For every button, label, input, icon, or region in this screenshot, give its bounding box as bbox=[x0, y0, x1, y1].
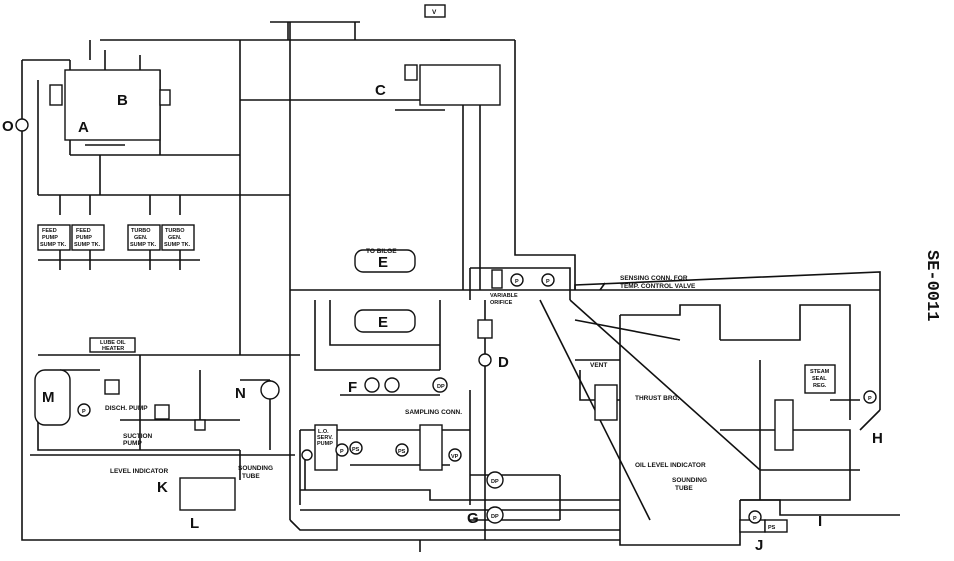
lo-serv-pump-line1: L.O. bbox=[318, 429, 329, 435]
sounding-tube-right-line1: SOUNDING bbox=[672, 477, 707, 484]
drawing-code: SE-0011 bbox=[922, 250, 941, 321]
sounding-tube-right-line2: TUBE bbox=[675, 485, 693, 492]
feed-pump-1-line1: FEED bbox=[42, 228, 57, 234]
pipe-lines bbox=[21, 21, 900, 552]
sounding-tube-left-line1: SOUNDING bbox=[238, 465, 273, 472]
gauge-dp-1: DP bbox=[491, 479, 499, 485]
heat-exchanger-e-lower bbox=[354, 309, 416, 333]
sensing-conn-line1: SENSING CONN. FOR bbox=[620, 275, 688, 282]
device-d-box bbox=[477, 319, 493, 339]
vent-label: VENT bbox=[590, 362, 607, 369]
oil-level-indicator-label: OIL LEVEL INDICATOR bbox=[635, 462, 706, 469]
sampling-conn-label: SAMPLING CONN. bbox=[405, 409, 462, 416]
letter-h: H bbox=[872, 430, 883, 447]
steam-seal-line2: SEAL bbox=[812, 376, 827, 382]
lube-oil-heater-line1: LUBE OIL bbox=[100, 340, 126, 346]
gauge-ps-1: PS bbox=[352, 447, 360, 453]
equipment-letters: A B C D E E F G H I J K L M N O bbox=[2, 82, 883, 554]
feed-pump-sump-tank-1 bbox=[37, 224, 71, 251]
gauge-ps-3: PS bbox=[768, 525, 776, 531]
suction-pump-line2: PUMP bbox=[123, 440, 142, 447]
pump-n bbox=[260, 380, 280, 400]
turbo-gen-sump-tank-1 bbox=[127, 224, 161, 251]
letter-i: I bbox=[818, 513, 822, 530]
thrust-brg-label: THRUST BRG. bbox=[635, 395, 680, 402]
feed-pump-2-line1: FEED bbox=[76, 228, 91, 234]
lo-serv-pump-2 bbox=[419, 424, 443, 471]
equipment bbox=[15, 4, 836, 533]
gauge-p-6: P bbox=[753, 516, 757, 522]
turbo-gen-1-line1: TURBO bbox=[131, 228, 151, 234]
gauge-dp-2: DP bbox=[491, 514, 499, 520]
turbo-gen-2-line2: GEN. bbox=[168, 235, 182, 241]
letter-b: B bbox=[117, 92, 128, 109]
gauge-p-3: P bbox=[82, 409, 86, 415]
text-labels: FEED PUMP SUMP TK. FEED PUMP SUMP TK. TU… bbox=[40, 9, 872, 531]
valve-o bbox=[15, 118, 29, 132]
letter-l: L bbox=[190, 515, 199, 532]
gauge-p-1: P bbox=[515, 279, 519, 285]
letter-j: J bbox=[755, 537, 763, 554]
steam-seal-line3: REG. bbox=[813, 383, 827, 389]
turbo-gen-1-line2: GEN. bbox=[134, 235, 148, 241]
level-indicator-label: LEVEL INDICATOR bbox=[110, 468, 168, 475]
valve-v-label: V bbox=[432, 9, 437, 16]
letter-k: K bbox=[157, 479, 168, 496]
device-d bbox=[478, 353, 492, 367]
gauge-p-2: P bbox=[546, 279, 550, 285]
valve-v-box bbox=[424, 4, 446, 18]
disch-pump-label: DISCH. PUMP bbox=[105, 405, 148, 412]
heat-exchanger-e-upper bbox=[354, 249, 416, 273]
lo-serv-pump-line2: SERV. bbox=[317, 435, 333, 441]
turbo-gen-sump-tank-2 bbox=[161, 224, 195, 251]
letter-o: O bbox=[2, 118, 14, 135]
letter-g: G bbox=[467, 510, 479, 527]
letter-e-lower: E bbox=[378, 314, 388, 331]
to-bilge-label: TO BILGE bbox=[366, 248, 397, 255]
gauge-p-5: P bbox=[868, 396, 872, 402]
letter-f: F bbox=[348, 379, 357, 396]
tank-k bbox=[179, 477, 236, 511]
letter-c: C bbox=[375, 82, 386, 99]
feed-pump-2-line2: PUMP bbox=[76, 235, 92, 241]
feed-pump-2-line3: SUMP TK. bbox=[74, 242, 101, 248]
tank-m bbox=[34, 369, 71, 426]
letter-n: N bbox=[235, 385, 246, 402]
instrument-circles bbox=[77, 273, 877, 524]
steam-seal-reg bbox=[804, 364, 836, 394]
letter-m: M bbox=[42, 389, 55, 406]
sounding-tube-left-line2: TUBE bbox=[242, 473, 260, 480]
gauge-vp: VP bbox=[451, 454, 459, 460]
gauge-dp-3: DP bbox=[437, 384, 445, 390]
lo-serv-pump-line3: PUMP bbox=[317, 441, 333, 447]
letter-e-upper: E bbox=[378, 254, 388, 271]
turbo-gen-1-line3: SUMP TK. bbox=[130, 242, 157, 248]
lube-oil-heater-line2: HEATER bbox=[102, 346, 124, 352]
feed-pump-1-line3: SUMP TK. bbox=[40, 242, 67, 248]
steam-seal-line1: STEAM bbox=[810, 369, 830, 375]
letter-a: A bbox=[78, 119, 89, 136]
feed-pump-1-line2: PUMP bbox=[42, 235, 58, 241]
sensing-conn-line2: TEMP. CONTROL VALVE bbox=[620, 283, 696, 290]
turbo-gen-2-line1: TURBO bbox=[165, 228, 185, 234]
gauge-ps-2: PS bbox=[398, 449, 406, 455]
letter-d: D bbox=[498, 354, 509, 371]
tank-c bbox=[419, 64, 501, 106]
boiler-ab bbox=[64, 69, 161, 141]
feed-pump-sump-tank-2 bbox=[71, 224, 105, 251]
variable-orifice-line2: ORIFICE bbox=[490, 300, 513, 306]
turbo-gen-2-line3: SUMP TK. bbox=[164, 242, 191, 248]
gauge-p-4: P bbox=[340, 449, 344, 455]
thrust-bearing bbox=[594, 384, 618, 421]
lube-oil-heater bbox=[89, 337, 136, 353]
suction-pump-line1: SUCTION bbox=[123, 433, 153, 440]
variable-orifice-line1: VARIABLE bbox=[490, 293, 518, 299]
